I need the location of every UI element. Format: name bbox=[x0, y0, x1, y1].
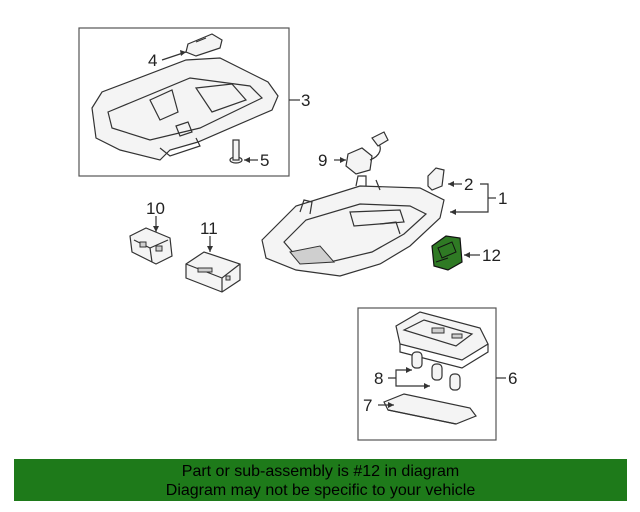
callout-10: 10 bbox=[146, 199, 165, 218]
callout-2: 2 bbox=[464, 175, 473, 194]
callout-6: 6 bbox=[508, 369, 517, 388]
screw-part-5 bbox=[229, 139, 243, 164]
clip-part-4 bbox=[185, 33, 223, 57]
module-part-11 bbox=[185, 251, 241, 293]
callout-5: 5 bbox=[260, 151, 269, 170]
callout-1: 1 bbox=[498, 189, 507, 208]
callout-4: 4 bbox=[148, 51, 157, 70]
assembly-box-3 bbox=[78, 27, 290, 177]
overhead-console-frame bbox=[91, 57, 279, 161]
callout-11: 11 bbox=[200, 219, 218, 238]
overhead-console-part-1 bbox=[261, 175, 445, 277]
banner-line-2: Diagram may not be specific to your vehi… bbox=[165, 482, 476, 499]
assembly-box-6 bbox=[357, 307, 497, 441]
info-banner: Part or sub-assembly is #12 in diagram D… bbox=[14, 459, 627, 501]
highlighted-part-12 bbox=[431, 235, 463, 271]
parts-diagram: 3 4 5 9 bbox=[78, 27, 517, 441]
lamp-housing-part-6 bbox=[395, 311, 489, 369]
banner-line-1: Part or sub-assembly is #12 in diagram bbox=[181, 463, 460, 480]
callout-3: 3 bbox=[301, 91, 310, 110]
callout-7: 7 bbox=[363, 396, 372, 415]
wire-connector-part-9 bbox=[345, 131, 389, 175]
callout-8: 8 bbox=[374, 369, 383, 388]
clip-part-2 bbox=[427, 167, 445, 191]
lens-part-7 bbox=[383, 393, 477, 425]
callout-12: 12 bbox=[482, 246, 501, 265]
bulb-part-8 bbox=[411, 351, 461, 391]
callout-9: 9 bbox=[318, 151, 327, 170]
switch-part-10 bbox=[129, 227, 173, 265]
